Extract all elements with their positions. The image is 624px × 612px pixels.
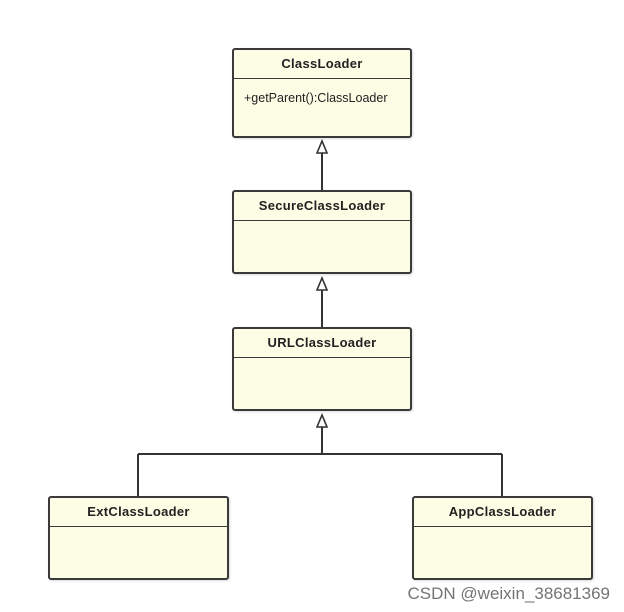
class-box-secureclassloader: SecureClassLoader [232,190,412,274]
class-name-urlclassloader: URLClassLoader [234,329,410,358]
class-box-urlclassloader: URLClassLoader [232,327,412,411]
class-name-extclassloader: ExtClassLoader [50,498,227,527]
arrowhead-secure [315,275,329,291]
class-name-appclassloader: AppClassLoader [414,498,591,527]
class-box-extclassloader: ExtClassLoader [48,496,229,580]
watermark-text: CSDN @weixin_38681369 [407,584,610,603]
class-box-classloader: ClassLoader +getParent():ClassLoader [232,48,412,138]
class-box-appclassloader: AppClassLoader [412,496,593,580]
arrowhead-url [315,412,329,428]
method-getparent: +getParent():ClassLoader [244,91,388,105]
class-name-classloader: ClassLoader [234,50,410,79]
class-name-secureclassloader: SecureClassLoader [234,192,410,221]
arrowhead-classloader [315,138,329,154]
